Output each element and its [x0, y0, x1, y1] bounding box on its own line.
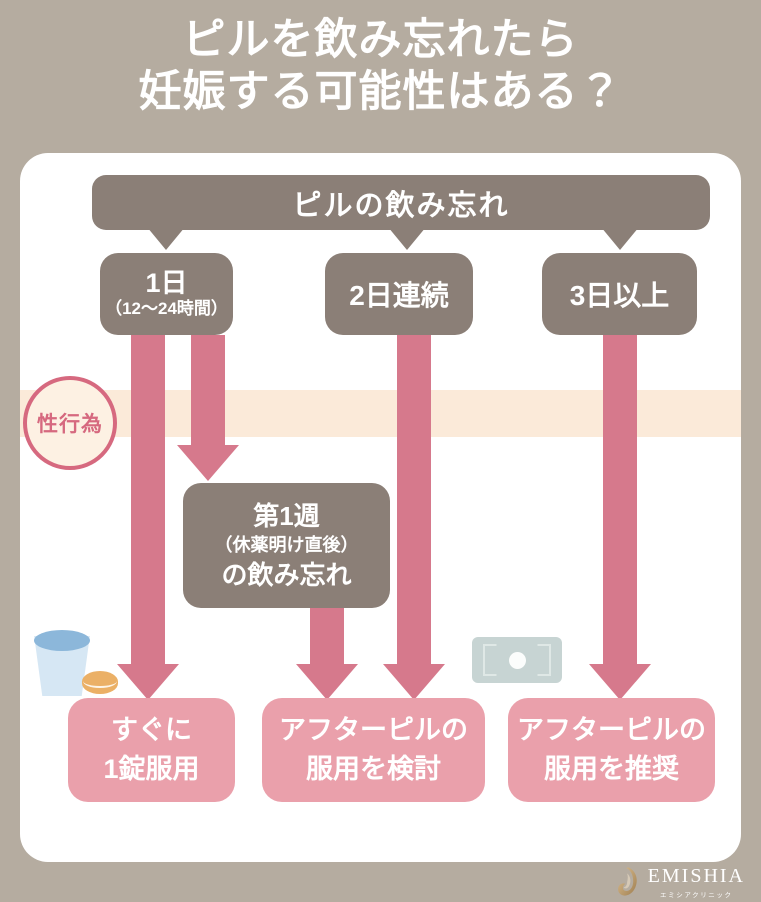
result-box-take-now: すぐに 1錠服用 [68, 698, 235, 802]
root-node-label: ピルの飲み忘れ [292, 189, 510, 222]
branch-node-3days: 3日以上 [542, 253, 697, 335]
flow-arrow-1day-left [117, 335, 179, 700]
arrow-shaft [603, 335, 637, 664]
branch-node-2days-label: 2日連続 [349, 280, 449, 311]
result-box-recommend-afterpill: アフターピルの 服用を推奨 [508, 698, 715, 802]
root-node: ピルの飲み忘れ [92, 175, 710, 230]
intercourse-badge-label: 性行為 [37, 413, 103, 436]
branch-node-3days-label: 3日以上 [569, 280, 670, 311]
connector-tail-3 [601, 227, 639, 250]
arrow-head-icon [383, 664, 445, 700]
connector-tail-2 [388, 227, 426, 250]
week1-node: 第1週 （休薬明け直後） の飲み忘れ [183, 483, 390, 608]
arrow-head-icon [177, 445, 239, 481]
week1-node-line1: 第1週 [253, 500, 320, 531]
connector-tail-1 [147, 227, 185, 250]
banknote-icon [472, 637, 562, 683]
brand-name: EMISHIA [647, 865, 745, 887]
branch-node-1day: 1日 （12〜24時間） [100, 253, 233, 335]
footer: EMISHIA エミシアクリニック [0, 862, 761, 902]
pill-icon [82, 671, 118, 694]
branch-node-2days: 2日連続 [325, 253, 473, 335]
flow-arrow-1day-right [177, 335, 239, 481]
result-box-recommend-line2: 服用を推奨 [544, 754, 679, 784]
water-glass-icon [33, 630, 91, 696]
week1-node-line3: の飲み忘れ [221, 559, 352, 590]
page-title-line1: ピルを飲み忘れたら [182, 16, 579, 64]
flow-arrow-3days [589, 335, 651, 700]
intercourse-badge: 性行為 [23, 376, 117, 470]
result-box-consider-line1: アフターピルの [279, 715, 468, 745]
result-box-take-now-line1: すぐに [111, 715, 192, 745]
arrow-head-icon [296, 664, 358, 700]
arrow-shaft [397, 335, 431, 664]
brand-subtitle: エミシアクリニック [660, 892, 733, 899]
week1-node-line2: （休薬明け直後） [214, 534, 359, 555]
page-title: ピルを飲み忘れたら 妊娠する可能性はある？ [0, 14, 761, 118]
branch-node-1day-label: 1日 [145, 268, 188, 298]
result-box-consider-line2: 服用を検討 [306, 754, 441, 784]
flow-arrow-2days [383, 335, 445, 700]
flowchart-card: ピルの飲み忘れ 1日 （12〜24時間） 2日連続 3日以上 性行為 [20, 153, 741, 862]
page-title-line2: 妊娠する可能性はある？ [138, 68, 623, 116]
arrow-shaft [310, 608, 344, 664]
result-box-recommend-line1: アフターピルの [517, 715, 706, 745]
result-box-consider-afterpill: アフターピルの 服用を検討 [262, 698, 485, 802]
arrow-head-icon [589, 664, 651, 700]
brand-block: EMISHIA エミシアクリニック [648, 865, 745, 899]
result-box-take-now-line2: 1錠服用 [103, 754, 200, 784]
emishia-logo-icon [617, 867, 637, 896]
branch-node-1day-sublabel: （12〜24時間） [105, 299, 228, 318]
arrow-shaft [131, 335, 165, 664]
flow-arrow-week1 [296, 608, 358, 700]
arrow-head-icon [117, 664, 179, 700]
arrow-shaft [191, 335, 225, 445]
